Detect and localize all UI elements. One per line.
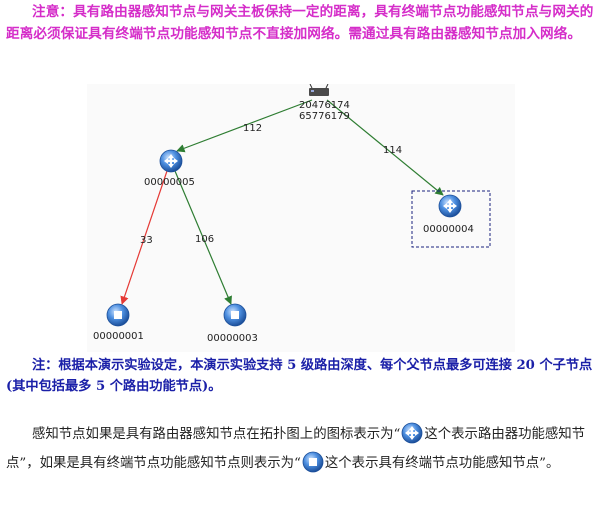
edge-00000005-00000001: [120, 170, 168, 305]
gateway-id-label: 20476174 65776179: [299, 100, 350, 122]
router-node-icon: [401, 422, 423, 444]
edge-label: 33: [140, 235, 153, 246]
edge-label: 114: [383, 145, 403, 156]
end-device-node-icon[interactable]: [106, 303, 130, 327]
node-label: 00000001: [93, 331, 144, 342]
paragraph-text: 感知节点如果是具有路由器感知节点在拓扑图上的图标表示为“: [32, 427, 401, 442]
node-label: 00000005: [144, 177, 195, 188]
node-label: 00000004: [423, 224, 474, 235]
paragraph-text: 这个表示具有终端节点功能感知节点”。: [324, 456, 560, 471]
end-device-node-icon: [302, 451, 324, 473]
edge-gateway-00000004: [326, 99, 444, 196]
edge-label: 112: [243, 123, 263, 134]
router-node-icon[interactable]: [159, 149, 183, 173]
edge-gateway-00000005: [176, 99, 313, 153]
paragraph-text: 这个表示路由器功能感知节点”，如果是具有终端节点功能感知节点则表示为“: [6, 427, 586, 471]
edge-00000005-00000003: [174, 170, 232, 305]
top-note: 注意：具有路由器感知节点与网关主板保持一定的距离，具有终端节点功能感知节点与网关…: [6, 4, 594, 42]
topology-graph: [106, 84, 491, 327]
node-label: 00000003: [207, 333, 258, 344]
router-node-icon[interactable]: [438, 194, 462, 218]
end-device-node-icon[interactable]: [223, 303, 247, 327]
icon-legend-paragraph: 感知节点如果是具有路由器感知节点在拓扑图上的图标表示为“这个表示路由器功能感知节…: [6, 420, 594, 478]
gateway-router-icon: [309, 84, 329, 96]
topology-diagram: 20476174 65776179 00000005 00000004 0000…: [87, 84, 515, 352]
edge-label: 106: [195, 234, 215, 245]
bottom-note: 注：根据本演示实验设定，本演示实验支持 5 级路由深度、每个父节点最多可连接 2…: [6, 358, 593, 394]
selection-box: [411, 190, 491, 248]
